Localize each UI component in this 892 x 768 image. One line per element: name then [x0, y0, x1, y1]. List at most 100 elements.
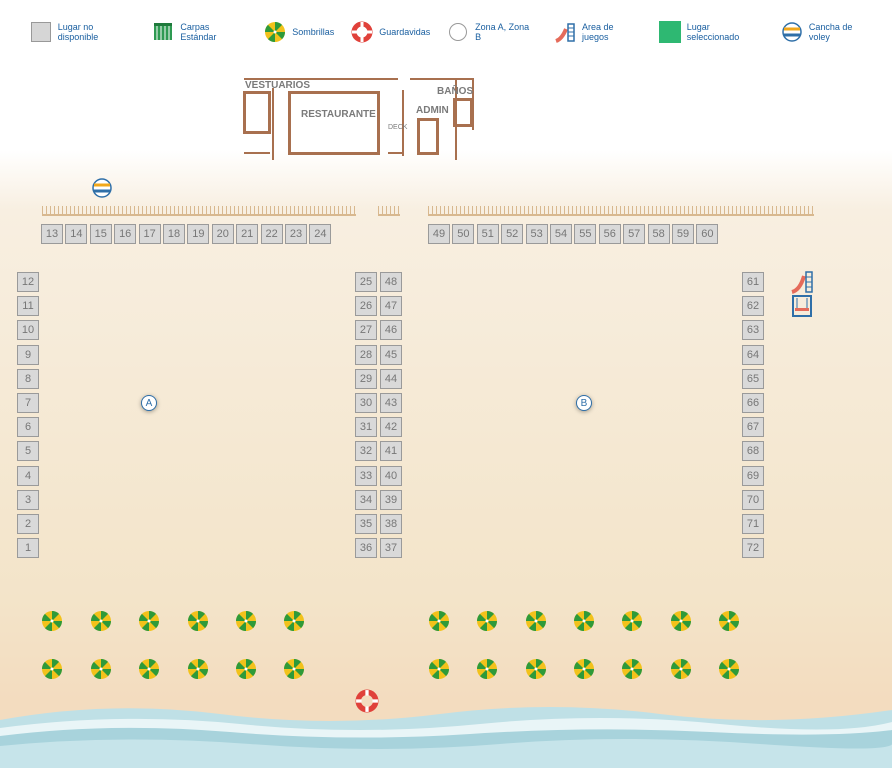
- umbrella-icon[interactable]: [283, 610, 305, 632]
- umbrella-icon[interactable]: [138, 658, 160, 680]
- seat-30[interactable]: 30: [355, 393, 377, 413]
- umbrella-icon[interactable]: [41, 610, 63, 632]
- seat-23[interactable]: 23: [285, 224, 307, 244]
- umbrella-icon[interactable]: [187, 658, 209, 680]
- seat-37[interactable]: 37: [380, 538, 402, 559]
- seat-52[interactable]: 52: [501, 224, 524, 244]
- seat-72[interactable]: 72: [742, 538, 764, 559]
- umbrella-icon[interactable]: [428, 610, 450, 632]
- seat-42[interactable]: 42: [380, 417, 402, 438]
- seat-38[interactable]: 38: [380, 514, 402, 534]
- zone-b-marker[interactable]: B: [576, 395, 592, 411]
- seat-3[interactable]: 3: [17, 489, 39, 510]
- seat-19[interactable]: 19: [187, 224, 210, 244]
- seat-62[interactable]: 62: [742, 296, 764, 317]
- seat-39[interactable]: 39: [380, 489, 402, 510]
- seat-44[interactable]: 44: [380, 368, 402, 389]
- seat-61[interactable]: 61: [742, 272, 764, 292]
- seat-48[interactable]: 48: [380, 272, 402, 292]
- umbrella-icon[interactable]: [670, 610, 692, 632]
- seat-66[interactable]: 66: [742, 393, 764, 413]
- seat-11[interactable]: 11: [17, 296, 39, 317]
- seat-57[interactable]: 57: [623, 224, 646, 244]
- umbrella-icon[interactable]: [138, 610, 160, 632]
- seat-67[interactable]: 67: [742, 417, 764, 438]
- seat-65[interactable]: 65: [742, 368, 764, 389]
- seat-55[interactable]: 55: [574, 224, 597, 244]
- seat-22[interactable]: 22: [260, 224, 283, 244]
- seat-24[interactable]: 24: [309, 224, 332, 244]
- umbrella-icon[interactable]: [670, 658, 692, 680]
- seat-21[interactable]: 21: [236, 224, 259, 244]
- seat-47[interactable]: 47: [380, 296, 402, 317]
- seat-40[interactable]: 40: [380, 465, 402, 486]
- umbrella-icon[interactable]: [41, 658, 63, 680]
- seat-1[interactable]: 1: [17, 538, 39, 559]
- seat-36[interactable]: 36: [355, 538, 377, 559]
- umbrella-icon[interactable]: [235, 610, 257, 632]
- umbrella-icon[interactable]: [525, 610, 547, 632]
- seat-43[interactable]: 43: [380, 393, 402, 413]
- umbrella-icon[interactable]: [525, 658, 547, 680]
- umbrella-icon[interactable]: [573, 610, 595, 632]
- seat-59[interactable]: 59: [672, 224, 694, 244]
- seat-41[interactable]: 41: [380, 441, 402, 462]
- seat-71[interactable]: 71: [742, 514, 764, 534]
- seat-18[interactable]: 18: [163, 224, 185, 244]
- seat-14[interactable]: 14: [65, 224, 88, 244]
- umbrella-icon[interactable]: [90, 610, 112, 632]
- seat-31[interactable]: 31: [355, 417, 377, 438]
- seat-69[interactable]: 69: [742, 465, 764, 486]
- seat-16[interactable]: 16: [114, 224, 137, 244]
- seat-45[interactable]: 45: [380, 344, 402, 365]
- seat-34[interactable]: 34: [355, 489, 377, 510]
- seat-56[interactable]: 56: [598, 224, 621, 244]
- seat-12[interactable]: 12: [17, 272, 39, 292]
- zone-a-marker[interactable]: A: [141, 395, 157, 411]
- seat-28[interactable]: 28: [355, 344, 377, 365]
- umbrella-icon[interactable]: [621, 610, 643, 632]
- umbrella-icon[interactable]: [90, 658, 112, 680]
- playground-icon[interactable]: [790, 270, 814, 318]
- seat-26[interactable]: 26: [355, 296, 377, 317]
- seat-32[interactable]: 32: [355, 441, 377, 462]
- seat-51[interactable]: 51: [476, 224, 499, 244]
- umbrella-icon[interactable]: [476, 610, 498, 632]
- seat-20[interactable]: 20: [211, 224, 234, 244]
- seat-8[interactable]: 8: [17, 368, 39, 389]
- seat-2[interactable]: 2: [17, 514, 39, 534]
- seat-7[interactable]: 7: [17, 393, 39, 413]
- umbrella-icon[interactable]: [476, 658, 498, 680]
- seat-50[interactable]: 50: [452, 224, 475, 244]
- seat-27[interactable]: 27: [355, 320, 377, 341]
- umbrella-icon[interactable]: [187, 610, 209, 632]
- seat-33[interactable]: 33: [355, 465, 377, 486]
- seat-17[interactable]: 17: [138, 224, 161, 244]
- seat-70[interactable]: 70: [742, 489, 764, 510]
- seat-29[interactable]: 29: [355, 368, 377, 389]
- seat-4[interactable]: 4: [17, 465, 39, 486]
- seat-6[interactable]: 6: [17, 417, 39, 438]
- seat-49[interactable]: 49: [428, 224, 450, 244]
- seat-64[interactable]: 64: [742, 344, 764, 365]
- seat-9[interactable]: 9: [17, 344, 39, 365]
- seat-54[interactable]: 54: [550, 224, 572, 244]
- seat-53[interactable]: 53: [525, 224, 548, 244]
- umbrella-icon[interactable]: [235, 658, 257, 680]
- umbrella-icon[interactable]: [283, 658, 305, 680]
- seat-25[interactable]: 25: [355, 272, 377, 292]
- seat-63[interactable]: 63: [742, 320, 764, 341]
- seat-5[interactable]: 5: [17, 441, 39, 462]
- umbrella-icon[interactable]: [718, 610, 740, 632]
- seat-10[interactable]: 10: [17, 320, 39, 341]
- umbrella-icon[interactable]: [573, 658, 595, 680]
- seat-68[interactable]: 68: [742, 441, 764, 462]
- seat-35[interactable]: 35: [355, 514, 377, 534]
- umbrella-icon[interactable]: [621, 658, 643, 680]
- umbrella-icon[interactable]: [718, 658, 740, 680]
- umbrella-icon[interactable]: [428, 658, 450, 680]
- seat-46[interactable]: 46: [380, 320, 402, 341]
- seat-60[interactable]: 60: [696, 224, 719, 244]
- seat-13[interactable]: 13: [41, 224, 63, 244]
- seat-15[interactable]: 15: [89, 224, 112, 244]
